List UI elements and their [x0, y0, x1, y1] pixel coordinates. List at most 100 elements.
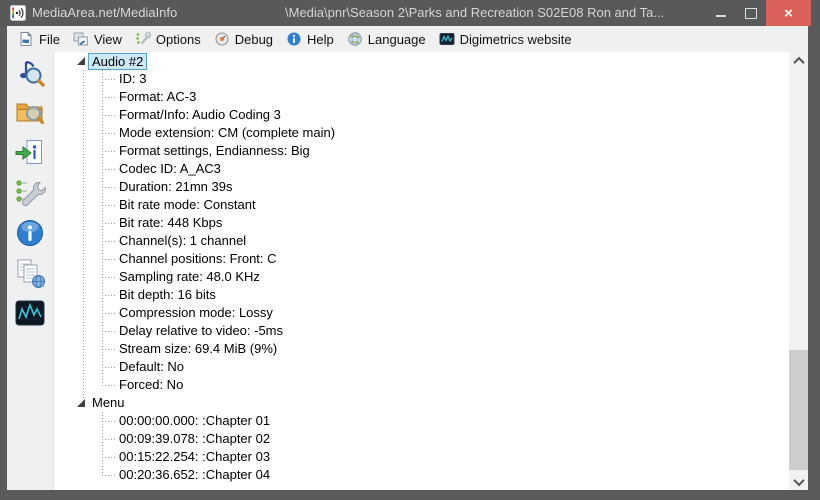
tree-branch-connector	[102, 187, 117, 188]
chevron-up-icon	[792, 56, 805, 68]
options-menu-icon	[136, 31, 151, 45]
tree-branch-connector	[102, 277, 117, 278]
tree-leaf-row[interactable]: 00:00:00.000: :Chapter 01	[54, 412, 786, 430]
scroll-up-button[interactable]	[789, 52, 808, 69]
tree-item-label[interactable]: 00:00:00.000: :Chapter 01	[119, 413, 271, 428]
tree-branch-connector	[102, 349, 117, 350]
compare-files-button[interactable]	[11, 255, 49, 291]
menu-options[interactable]: Options	[130, 26, 209, 52]
tree-leaf-row[interactable]: Delay relative to video: -5ms	[54, 322, 786, 340]
tree-leaf-row[interactable]: Format: AC-3	[54, 88, 786, 106]
menu-view[interactable]: View	[68, 26, 130, 52]
menu-label: File	[39, 31, 60, 47]
tree-leaf-row[interactable]: Format/Info: Audio Coding 3	[54, 106, 786, 124]
tree-item-label[interactable]: Channel positions: Front: C	[119, 251, 277, 266]
scrollbar-thumb[interactable]	[789, 350, 808, 470]
tree-item-label[interactable]: 00:20:36.652: :Chapter 04	[119, 467, 271, 482]
tree-leaf-row[interactable]: Stream size: 69.4 MiB (9%)	[54, 340, 786, 358]
tree-leaf-row[interactable]: Channel(s): 1 channel	[54, 232, 786, 250]
about-icon	[17, 220, 43, 246]
tree-item-label[interactable]: Sampling rate: 48.0 KHz	[119, 269, 260, 284]
scroll-down-button[interactable]	[789, 473, 808, 490]
tree-node-row[interactable]: Menu	[54, 394, 786, 412]
tree-leaf-row[interactable]: Codec ID: A_AC3	[54, 160, 786, 178]
open-file-icon	[20, 60, 45, 87]
tree-leaf-row[interactable]: Bit rate mode: Constant	[54, 196, 786, 214]
tree-expanded-triangle-icon[interactable]	[77, 399, 85, 407]
tree-branch-connector	[102, 385, 117, 386]
tree-item-label[interactable]: Bit depth: 16 bits	[119, 287, 216, 302]
menu-label: Language	[367, 31, 426, 47]
menu-label: View	[93, 31, 122, 47]
tree-item-label[interactable]: Delay relative to video: -5ms	[119, 323, 284, 338]
tree-item-label[interactable]: Forced: No	[119, 377, 184, 392]
tree-leaf-row[interactable]: Compression mode: Lossy	[54, 304, 786, 322]
tree-branch-connector	[102, 151, 117, 152]
menu-help[interactable]: Help	[281, 26, 342, 52]
tree-leaf-row[interactable]: 00:09:39.078: :Chapter 02	[54, 430, 786, 448]
tree-item-label[interactable]: Audio #2	[88, 53, 148, 70]
tree-leaf-row[interactable]: Forced: No	[54, 376, 786, 394]
tree-leaf-row[interactable]: Bit rate: 448 Kbps	[54, 214, 786, 232]
title-bar[interactable]: MediaArea.net/MediaInfo \Media\pnr\Seaso…	[0, 0, 820, 26]
open-file-button[interactable]	[11, 55, 49, 91]
tree-item-label[interactable]: Menu	[92, 395, 125, 410]
menu-label: Help	[307, 31, 334, 47]
export-info-icon	[15, 140, 42, 164]
tree-branch-connector	[102, 169, 117, 170]
tree-expanded-triangle-icon[interactable]	[77, 57, 85, 65]
tree-item-label[interactable]: 00:15:22.254: :Chapter 03	[119, 449, 271, 464]
maximize-button[interactable]	[736, 0, 766, 26]
tree-branch-connector	[102, 475, 117, 476]
tree-item-label[interactable]: Stream size: 69.4 MiB (9%)	[119, 341, 278, 356]
tree-item-label[interactable]: Format: AC-3	[119, 89, 197, 104]
tree-item-label[interactable]: Codec ID: A_AC3	[119, 161, 221, 176]
tree-item-label[interactable]: Channel(s): 1 channel	[119, 233, 247, 248]
open-folder-icon	[16, 103, 45, 125]
minimize-button[interactable]	[706, 0, 736, 26]
menu-debug[interactable]: Debug	[209, 26, 281, 52]
tree-item-label[interactable]: Default: No	[119, 359, 185, 374]
tree-branch-connector	[102, 313, 117, 314]
menu-label: Digimetrics website	[459, 31, 572, 47]
tree-leaf-row[interactable]: Channel positions: Front: C	[54, 250, 786, 268]
preferences-button[interactable]	[11, 175, 49, 211]
debug-menu-icon	[215, 32, 229, 46]
tree-leaf-row[interactable]: Sampling rate: 48.0 KHz	[54, 268, 786, 286]
tree-item-label[interactable]: Bit rate: 448 Kbps	[119, 215, 223, 230]
menu-language[interactable]: Language	[342, 26, 434, 52]
tree-branch-connector	[102, 295, 117, 296]
tree-leaf-row[interactable]: Format settings, Endianness: Big	[54, 142, 786, 160]
tree-leaf-row[interactable]: Bit depth: 16 bits	[54, 286, 786, 304]
tree-leaf-row[interactable]: Default: No	[54, 358, 786, 376]
tree-item-label[interactable]: 00:09:39.078: :Chapter 02	[119, 431, 271, 446]
maximize-icon	[745, 7, 757, 19]
tree-item-label[interactable]: Mode extension: CM (complete main)	[119, 125, 336, 140]
mediainfo-app-icon	[10, 5, 26, 21]
tree-item-label[interactable]: ID: 3	[119, 71, 147, 86]
tree-item-label[interactable]: Bit rate mode: Constant	[119, 197, 256, 212]
tree-item-label[interactable]: Format/Info: Audio Coding 3	[119, 107, 281, 122]
digimetrics-button[interactable]	[11, 295, 49, 331]
tree-node-row[interactable]: Audio #2	[54, 52, 786, 70]
tree-item-label[interactable]: Duration: 21mn 39s	[119, 179, 233, 194]
tree-leaf-row[interactable]: Duration: 21mn 39s	[54, 178, 786, 196]
about-button[interactable]	[11, 215, 49, 251]
tree-leaf-row[interactable]: 00:20:36.652: :Chapter 04	[54, 466, 786, 484]
tree-leaf-row[interactable]: Mode extension: CM (complete main)	[54, 124, 786, 142]
open-folder-button[interactable]	[11, 95, 49, 131]
tree-item-label[interactable]: Compression mode: Lossy	[119, 305, 273, 320]
menu-digimetrics-website[interactable]: Digimetrics website	[434, 26, 580, 52]
tree-leaf-row[interactable]: 00:15:22.254: :Chapter 03	[54, 448, 786, 466]
scrollbar-gap	[786, 52, 789, 490]
toolbar	[7, 52, 54, 490]
tree-leaf-row[interactable]: ID: 3	[54, 70, 786, 88]
close-button[interactable]: ×	[766, 0, 811, 26]
vertical-scrollbar[interactable]	[789, 52, 808, 490]
menu-file[interactable]: File	[13, 26, 68, 52]
export-info-button[interactable]	[11, 135, 49, 171]
menu-label: Debug	[234, 31, 274, 47]
tree-item-label[interactable]: Format settings, Endianness: Big	[119, 143, 310, 158]
